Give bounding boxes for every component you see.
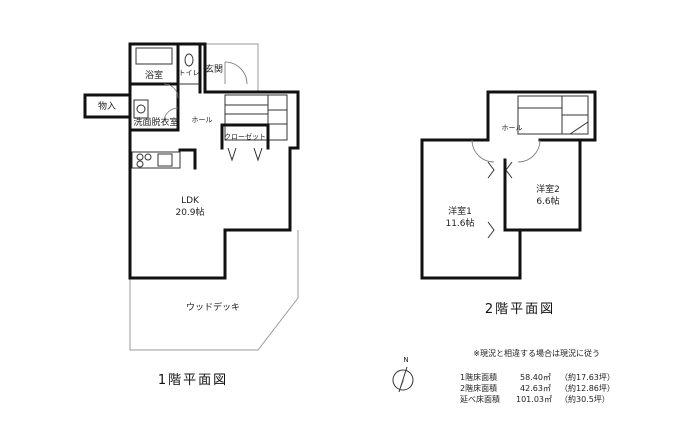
western2-closet-door: [505, 161, 513, 179]
floor1-outer-wall: [128, 42, 300, 280]
floor2-hall-label: ホール: [502, 124, 523, 132]
washroom-label: 洗面脱衣室: [133, 116, 178, 128]
floor1-stairs: [224, 94, 288, 141]
western2-name-label: 洋室2: [536, 183, 560, 195]
ldk-size-label: 20.9帖: [175, 206, 204, 218]
area-table: 1階床面積 58.40㎡ （約17.63坪） 2階床面積 42.63㎡ （約12…: [460, 372, 615, 404]
western1-name-label: 洋室1: [448, 205, 472, 217]
washbasin: [133, 99, 149, 119]
bath-label: 浴室: [145, 69, 163, 81]
floor1-plan: 浴室 トイレ 玄関 物入 洗面脱衣室 ホール クローゼット LDK 20.9帖 …: [83, 42, 300, 388]
closet-label: クローゼット: [224, 132, 266, 141]
western1-size-label: 11.6帖: [445, 217, 474, 229]
western1-closet-door: [487, 161, 495, 179]
entrance-porch-outline: [205, 43, 259, 92]
area-row-3-label: 延べ床面積: [460, 394, 500, 404]
area-row-2-label: 2階床面積: [460, 383, 497, 393]
entrance-label: 玄関: [205, 63, 223, 75]
area-row-2-sqm: 42.63㎡: [520, 384, 551, 393]
area-row-3-sqm: 101.03㎡: [516, 395, 552, 404]
compass-needle: [398, 366, 408, 393]
area-row-1-tsubo: （約17.63坪）: [560, 372, 615, 382]
toilet-label: トイレ: [179, 69, 200, 77]
floor2-caption: 2階平面図: [485, 302, 555, 317]
closet: [220, 123, 270, 162]
compass-arrow-icon: [399, 378, 405, 392]
compass-circle: [392, 369, 414, 391]
north-compass: N: [392, 356, 414, 393]
area-row-1-label: 1階床面積: [460, 372, 497, 382]
area-row-2-tsubo: （約12.86坪）: [560, 383, 615, 393]
kitchen-counter: [131, 148, 197, 170]
floor1-caption: 1階平面図: [158, 373, 228, 388]
compass-north-label: N: [403, 356, 408, 364]
western1-door-swing: [471, 139, 495, 163]
western2-door-swing: [517, 139, 541, 163]
floor2-stairs: [517, 95, 589, 135]
western2-size-label: 6.6帖: [536, 195, 559, 207]
ldk-name-label: LDK: [181, 196, 200, 206]
area-row-3-tsubo: （約30.5坪）: [560, 394, 610, 404]
area-row-1-sqm: 58.40㎡: [520, 373, 551, 382]
western1-closet-door-lower: [487, 221, 495, 239]
wood-deck-outline: [129, 230, 299, 351]
washbasin-bowl: [136, 104, 146, 114]
washroom-door-swing: [163, 107, 179, 123]
floor2-plan: ホール 洋室1 11.6帖 洋室2 6.6帖 2階平面図: [420, 90, 597, 317]
floor1-hall-label: ホール: [192, 116, 213, 124]
toilet-fixture: [184, 53, 194, 67]
entrance-door-swing: [224, 61, 248, 85]
disclaimer-note: ※現況と相違する場合は現況に従う: [473, 348, 600, 358]
storage-label: 物入: [98, 100, 116, 112]
wood-deck-label: ウッドデッキ: [186, 301, 240, 313]
bathtub: [135, 47, 173, 65]
bath-door-swing: [163, 83, 179, 99]
floor2-outer-wall: [420, 90, 597, 280]
